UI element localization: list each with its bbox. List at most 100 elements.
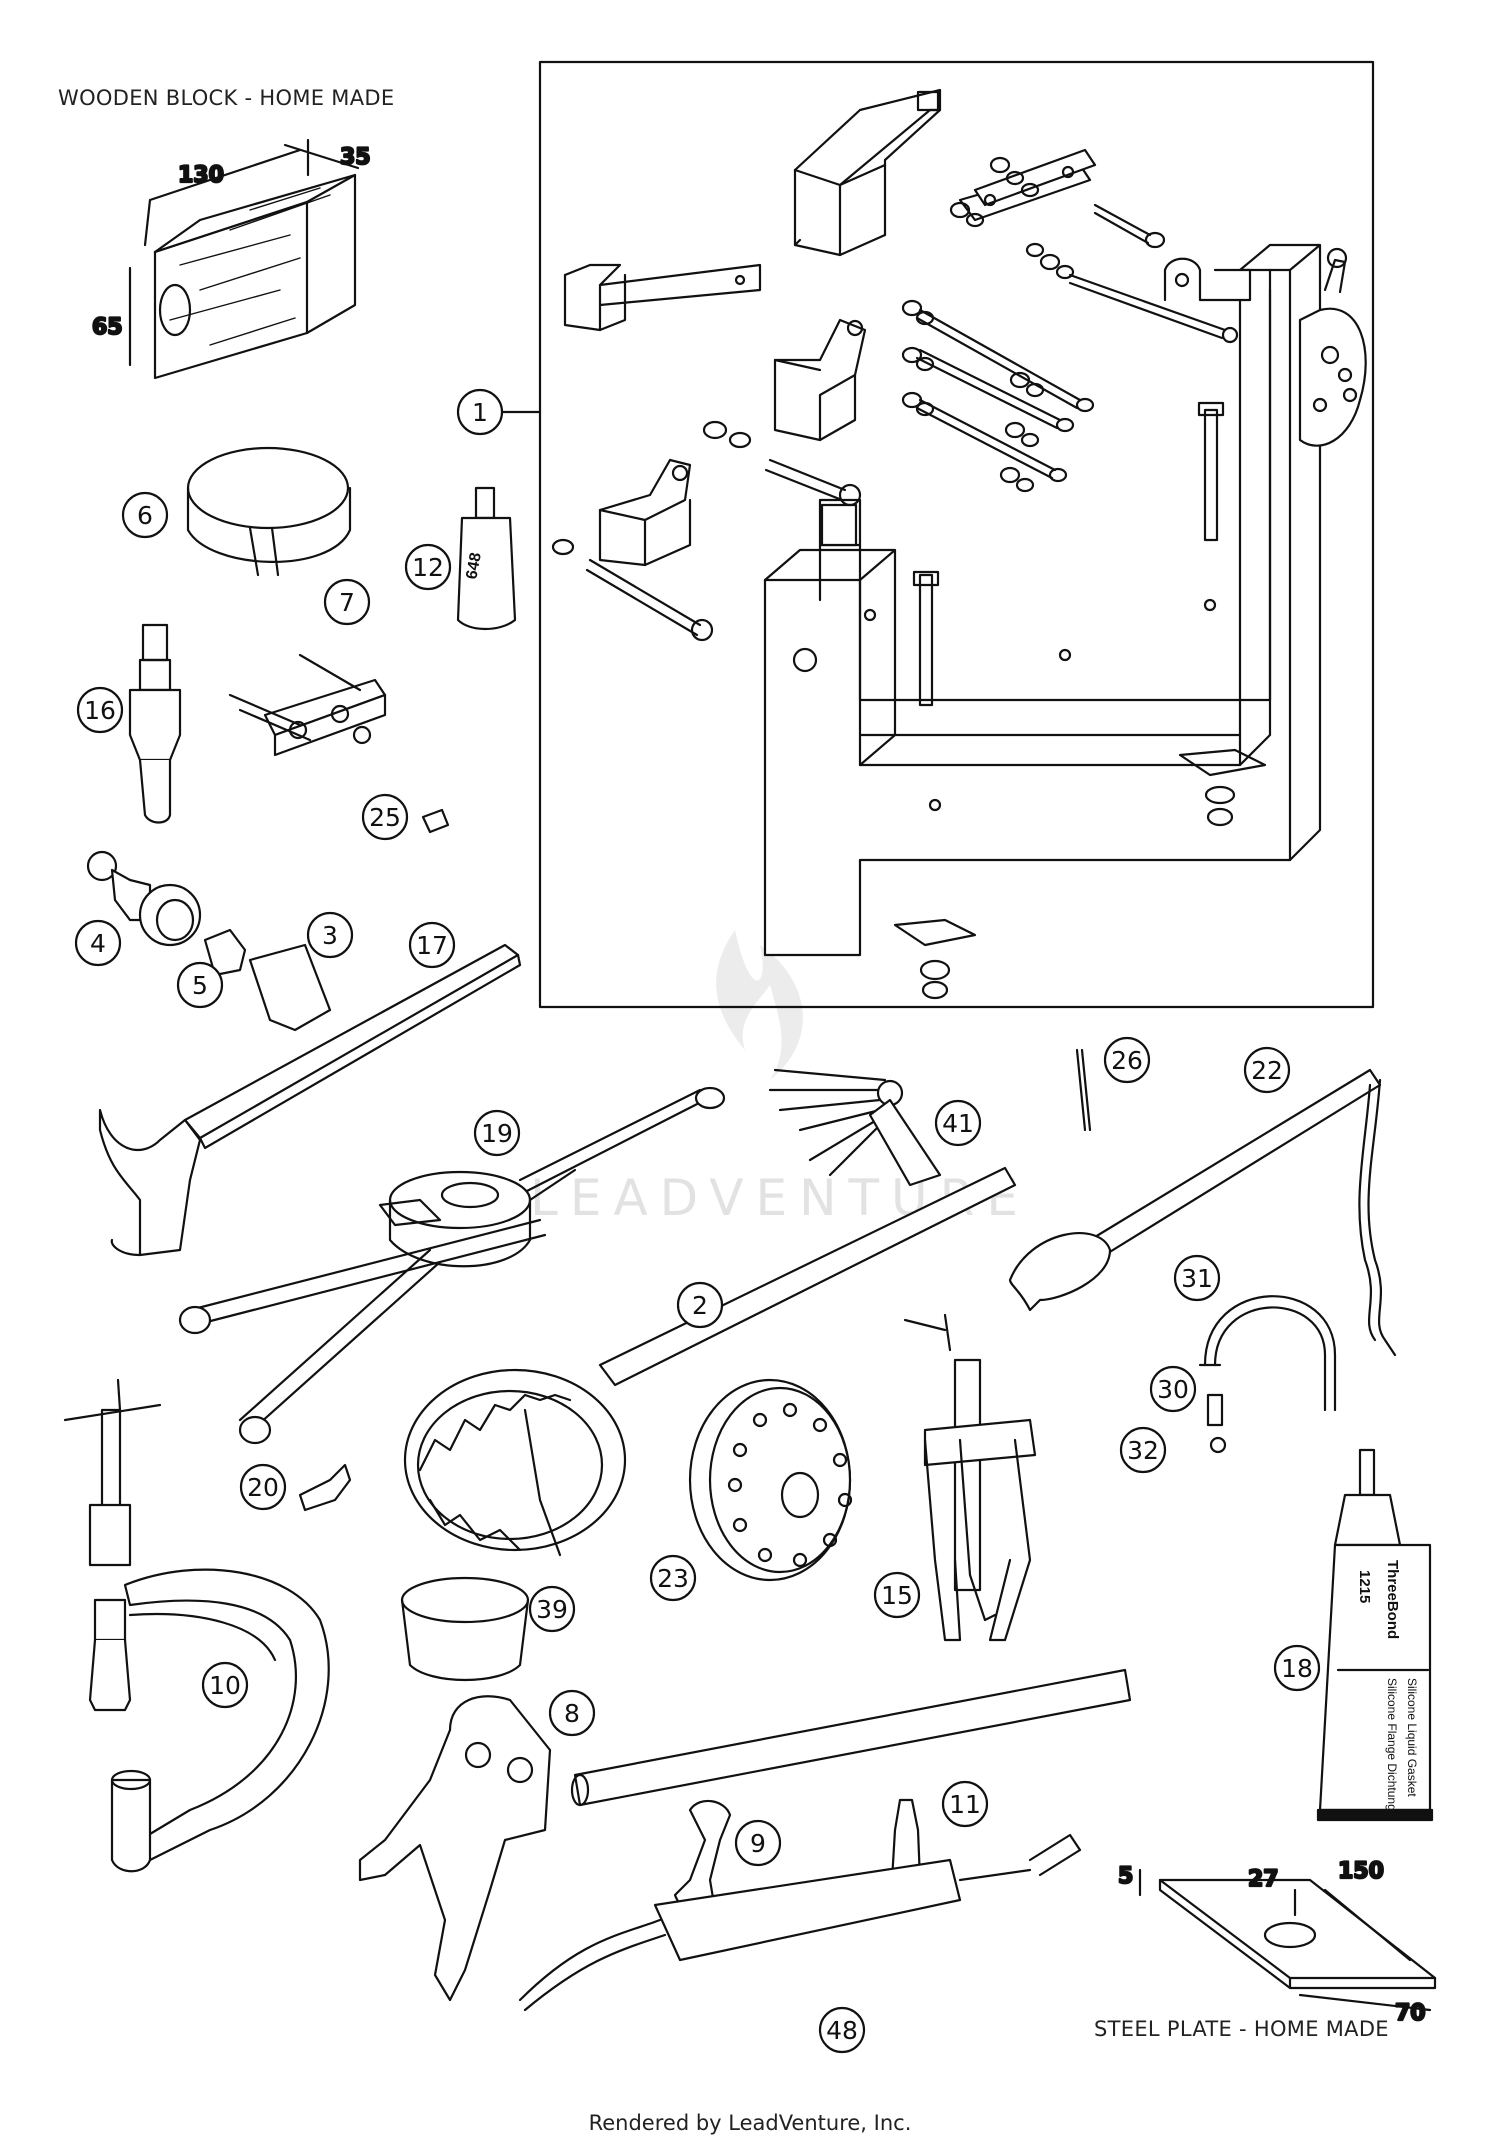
bracket-top bbox=[1163, 257, 1252, 302]
callout-number: 5 bbox=[192, 971, 208, 1000]
bearing-pullers bbox=[86, 850, 332, 1032]
callout-9: 9 bbox=[734, 1819, 782, 1867]
callout-41: 41 bbox=[934, 1099, 982, 1147]
sealant-desc-1: Silicone Liquid Gasket bbox=[1405, 1678, 1419, 1797]
callout-30: 30 bbox=[1149, 1365, 1197, 1413]
callout-circle bbox=[818, 2006, 866, 2054]
callout-2: 2 bbox=[676, 1281, 724, 1329]
callout-group: 1234567891011121516171819202223252630313… bbox=[74, 388, 1321, 2054]
callout-circle bbox=[1243, 1046, 1291, 1094]
valve-spring-compressor bbox=[63, 1378, 330, 1873]
block-length-label: 130 bbox=[178, 163, 224, 188]
flywheel-disk bbox=[688, 1378, 853, 1582]
callout-number: 10 bbox=[209, 1671, 241, 1700]
callout-number: 39 bbox=[536, 1595, 568, 1624]
long-bolts bbox=[551, 299, 1095, 642]
nut-32 bbox=[1209, 1436, 1227, 1454]
callout-number: 1 bbox=[472, 398, 488, 427]
callout-7: 7 bbox=[323, 578, 371, 626]
callout-circle bbox=[408, 921, 456, 969]
filter-wrench-cup bbox=[400, 1576, 530, 1682]
callout-circle bbox=[121, 491, 169, 539]
callout-circle bbox=[1173, 1254, 1221, 1302]
callout-number: 4 bbox=[90, 929, 106, 958]
callout-11: 11 bbox=[941, 1780, 989, 1828]
callout-number: 32 bbox=[1127, 1436, 1159, 1465]
hose-31 bbox=[1203, 1295, 1337, 1412]
clutch-holder-bar bbox=[98, 943, 522, 1257]
kit-frame-box bbox=[538, 60, 1375, 1009]
callout-circle bbox=[1149, 1365, 1197, 1413]
callout-number: 31 bbox=[1181, 1264, 1213, 1293]
callout-circle bbox=[873, 1571, 921, 1619]
callout-32: 32 bbox=[1119, 1426, 1167, 1474]
callout-circle bbox=[239, 1463, 287, 1511]
callout-circle bbox=[548, 1689, 596, 1737]
callout-48: 48 bbox=[818, 2006, 866, 2054]
callout-number: 16 bbox=[84, 696, 116, 725]
wooden-block: 130 35 65 bbox=[91, 138, 372, 380]
callout-22: 22 bbox=[1243, 1046, 1291, 1094]
plate-length-label: 150 bbox=[1338, 1859, 1384, 1884]
callout-number: 20 bbox=[247, 1473, 279, 1502]
block-depth-label: 35 bbox=[340, 145, 371, 170]
feeler-gauge bbox=[768, 1068, 942, 1187]
stand-bolt-2 bbox=[1197, 401, 1225, 542]
steel-plate-caption: STEEL PLATE - HOME MADE bbox=[1094, 2017, 1389, 2041]
watermark: LEADVENTURE bbox=[530, 930, 1018, 1227]
callout-18: 18 bbox=[1273, 1644, 1321, 1692]
callout-12: 12 bbox=[404, 543, 452, 591]
callout-number: 18 bbox=[1281, 1654, 1313, 1683]
callout-number: 6 bbox=[137, 501, 153, 530]
loctite-label: 648 bbox=[463, 551, 484, 580]
callout-26: 26 bbox=[1103, 1036, 1151, 1084]
clamping-tool bbox=[178, 1086, 726, 1445]
pin-26 bbox=[1075, 1048, 1092, 1132]
callout-6: 6 bbox=[121, 491, 169, 539]
link-plate bbox=[949, 148, 1166, 280]
callout-5: 5 bbox=[176, 961, 224, 1009]
screw-20 bbox=[298, 1463, 352, 1512]
callout-number: 41 bbox=[942, 1109, 974, 1138]
callout-16: 16 bbox=[76, 686, 124, 734]
callout-39: 39 bbox=[528, 1585, 576, 1633]
sealant-desc-2: Silicone Flange Dichtung bbox=[1385, 1678, 1399, 1811]
foot-plate-1 bbox=[893, 918, 977, 947]
flywheel-holder bbox=[358, 1668, 1132, 2002]
callout-circle bbox=[473, 1109, 521, 1157]
callout-circle bbox=[176, 961, 224, 1009]
mounting-flange bbox=[1298, 307, 1367, 447]
stand-bolt-1 bbox=[912, 570, 940, 707]
callout-circle bbox=[649, 1554, 697, 1602]
callout-number: 15 bbox=[881, 1581, 913, 1610]
callout-25: 25 bbox=[361, 793, 409, 841]
callout-circle bbox=[528, 1585, 576, 1633]
callout-number: 23 bbox=[657, 1564, 689, 1593]
watermark-flame-icon bbox=[716, 930, 803, 1080]
callout-20: 20 bbox=[239, 1463, 287, 1511]
plate-hole-label: 27 bbox=[1248, 1867, 1279, 1892]
grease-gun bbox=[518, 1833, 1082, 2012]
slide-hammer bbox=[128, 623, 182, 824]
clutch-holder bbox=[403, 1166, 1017, 1557]
callout-number: 30 bbox=[1157, 1375, 1189, 1404]
callout-number: 2 bbox=[692, 1291, 708, 1320]
callout-circle bbox=[404, 543, 452, 591]
callout-number: 9 bbox=[750, 1829, 766, 1858]
small-pin bbox=[421, 808, 450, 834]
plate-width-label: 70 bbox=[1395, 2001, 1426, 2026]
nipple-30 bbox=[1206, 1393, 1224, 1427]
callout-3: 3 bbox=[306, 911, 354, 959]
callout-circle bbox=[934, 1099, 982, 1147]
callout-circle bbox=[306, 911, 354, 959]
sealant-number-label: 1215 bbox=[1356, 1570, 1373, 1603]
sealant-brand-label: ThreeBond bbox=[1384, 1560, 1401, 1639]
callout-circle bbox=[734, 1819, 782, 1867]
callout-number: 7 bbox=[339, 588, 355, 617]
callout-circle bbox=[76, 686, 124, 734]
callout-number: 17 bbox=[416, 931, 448, 960]
chain-wrench bbox=[1008, 1068, 1397, 1357]
callout-number: 8 bbox=[564, 1699, 580, 1728]
callout-circle bbox=[1273, 1644, 1321, 1692]
